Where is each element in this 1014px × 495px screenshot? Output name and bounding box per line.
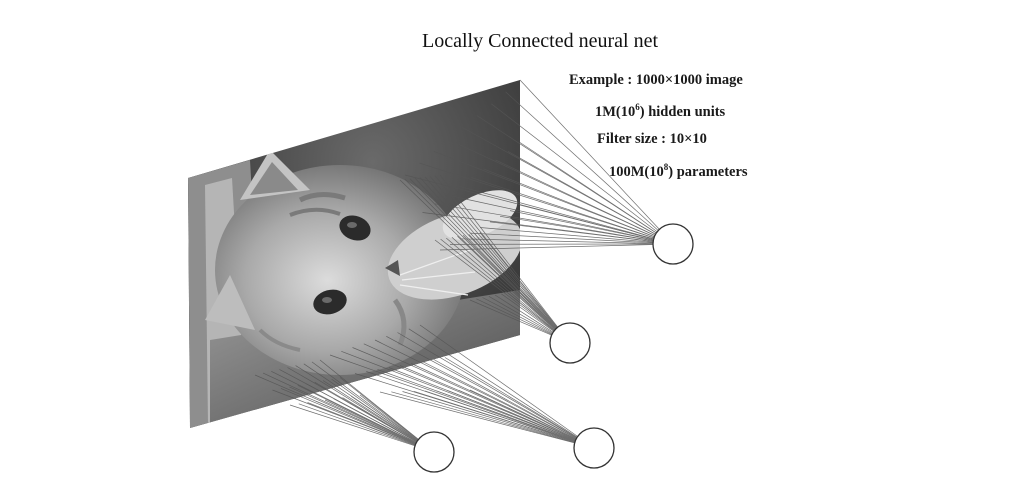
connection-line	[316, 401, 417, 445]
parameters-text: 100M(108) parameters	[609, 162, 748, 181]
connection-line	[391, 392, 576, 443]
connection-line	[470, 390, 578, 440]
connection-line	[325, 400, 418, 444]
connection-line	[360, 395, 420, 441]
filter-size-text: Filter size : 10×10	[597, 131, 707, 148]
connection-line	[323, 381, 419, 443]
connection-line	[423, 362, 578, 440]
hidden-units-text: 1M(106) hidden units	[595, 102, 725, 121]
connection-line	[332, 379, 420, 442]
connection-line	[289, 387, 417, 445]
connection-line	[343, 398, 419, 443]
connection-line	[436, 391, 577, 442]
diagram-title: Locally Connected neural net	[380, 30, 700, 53]
hidden-unit-circle	[653, 224, 693, 264]
connection-line	[375, 340, 578, 440]
hidden-unit-circle	[550, 323, 590, 363]
connection-line	[520, 143, 658, 235]
connection-line	[281, 388, 418, 445]
hidden-unit-circle	[574, 428, 614, 468]
hidden-unit-circle	[414, 432, 454, 472]
example-text: Example : 1000×1000 image	[569, 72, 743, 89]
connection-line	[425, 391, 577, 442]
